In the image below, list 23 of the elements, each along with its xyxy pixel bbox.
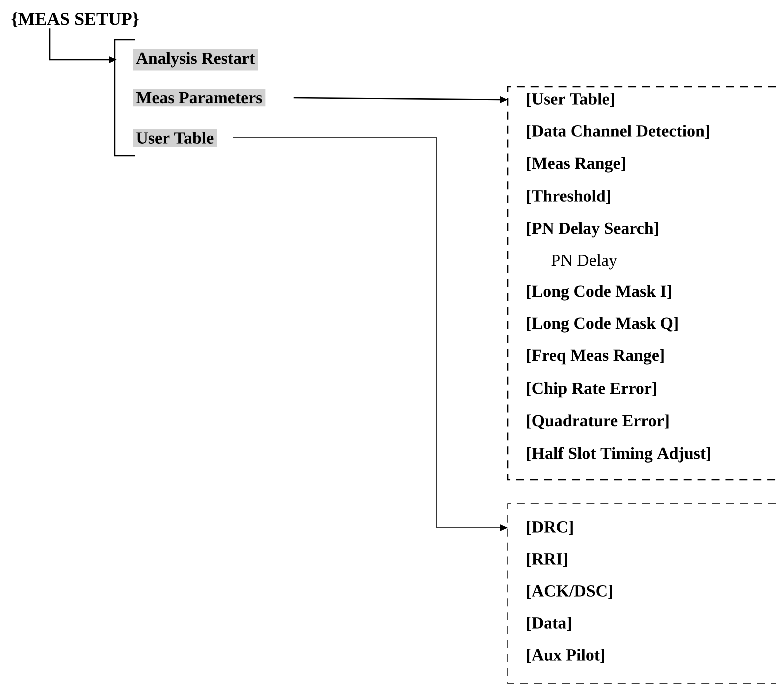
menu-title: {MEAS SETUP} bbox=[12, 12, 139, 28]
dashed-box bbox=[508, 504, 776, 684]
menu-item: [Data] bbox=[527, 616, 572, 631]
menu-item: [ACK/DSC] bbox=[527, 584, 612, 599]
menu-item: [Meas Range] bbox=[527, 157, 626, 173]
menu-item: [Freq Meas Range] bbox=[527, 349, 664, 365]
menu-item: [Long Code Mask Q] bbox=[527, 317, 678, 333]
menu-item: [Half Slot Timing Adjust] bbox=[527, 447, 710, 463]
menu-item: [RRI] bbox=[527, 552, 568, 567]
menu-item: [PN Delay Search] bbox=[527, 222, 658, 238]
menu-item: [Data Channel Detection] bbox=[527, 125, 710, 139]
menu-key: Meas Parameters bbox=[133, 89, 266, 107]
menu-item: [Long Code Mask I] bbox=[527, 285, 672, 301]
menu-item: [Aux Pilot] bbox=[527, 648, 604, 663]
menu-item: [User Table] bbox=[527, 93, 614, 107]
menu-item: PN Delay bbox=[552, 254, 618, 270]
menu-item: [Chip Rate Error] bbox=[527, 382, 656, 398]
menu-item: [Threshold] bbox=[527, 190, 610, 204]
menu-item: [DRC] bbox=[527, 520, 573, 535]
menu-item: [Quadrature Error] bbox=[527, 414, 669, 430]
menu-key: User Table bbox=[133, 129, 218, 147]
menu-key: Analysis Restart bbox=[133, 49, 258, 71]
dashed-box bbox=[507, 86, 776, 481]
